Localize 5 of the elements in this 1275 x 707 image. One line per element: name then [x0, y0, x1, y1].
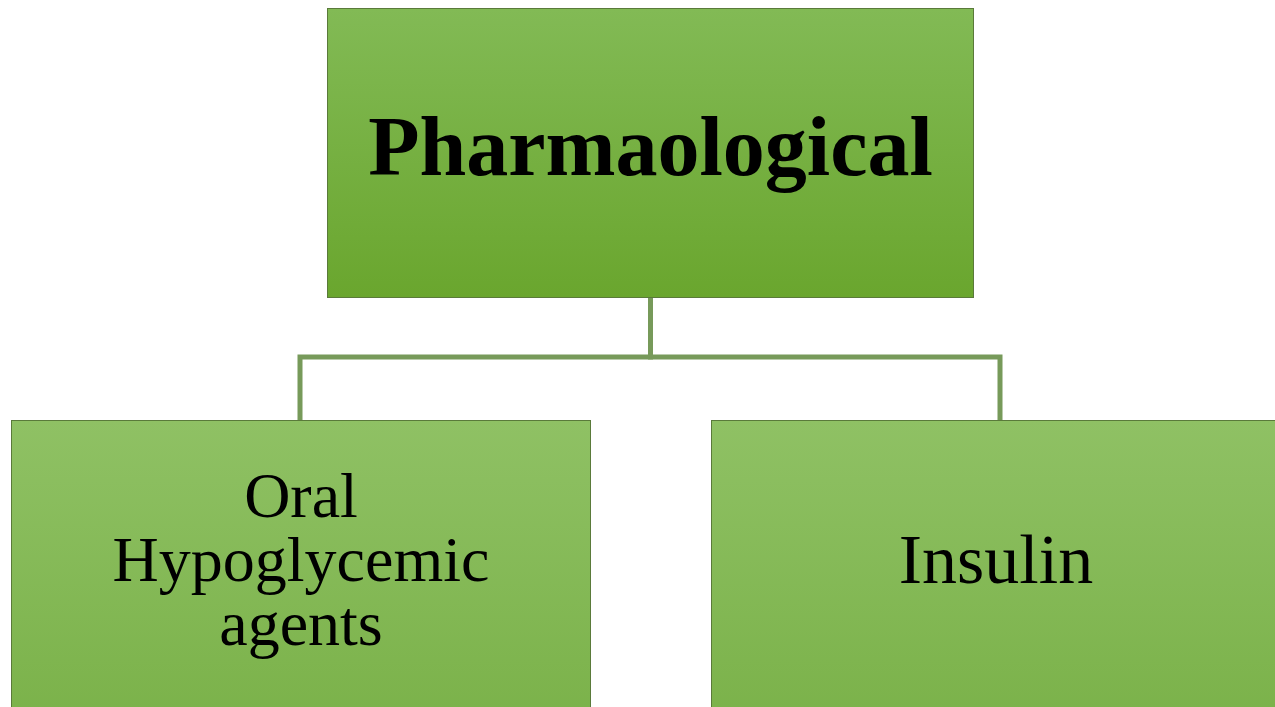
box-label: Insulin	[898, 525, 1094, 595]
connector-line	[648, 298, 1003, 420]
category-box	[711, 420, 1275, 707]
category-box	[11, 420, 591, 707]
category-box	[327, 8, 974, 298]
